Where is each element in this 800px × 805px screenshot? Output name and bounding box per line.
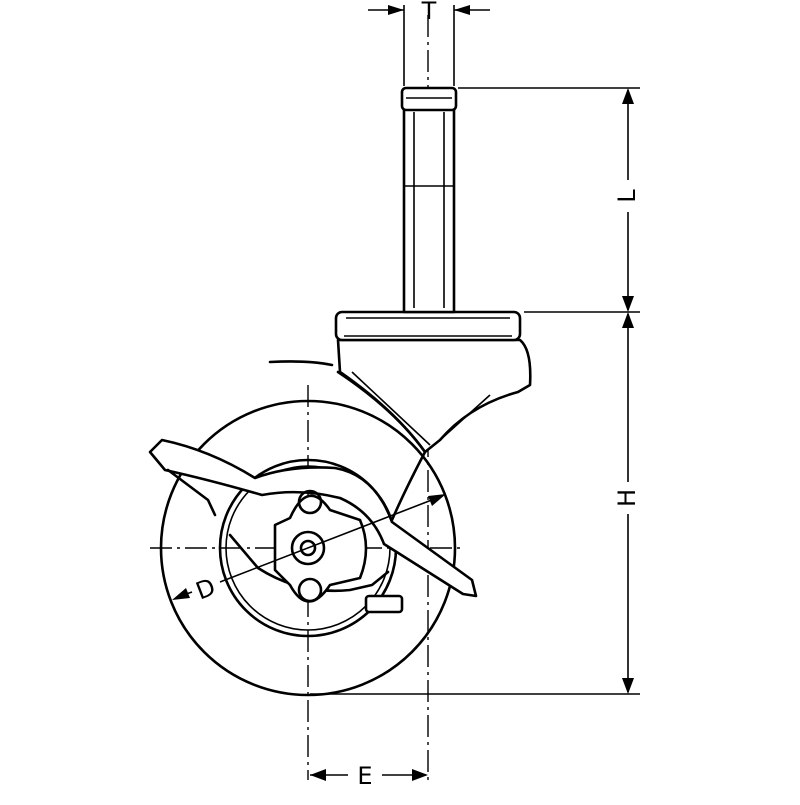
- l-arrow-top: [622, 88, 634, 104]
- brake-pedal-plate: [148, 438, 478, 598]
- brake-arm-left: [166, 468, 217, 517]
- dimension-offset: E: [310, 762, 428, 790]
- fork-side-line: [439, 394, 491, 441]
- h-arrow-top: [622, 312, 634, 328]
- wheel-tire: [159, 399, 457, 697]
- h-arrow-bottom: [622, 678, 634, 694]
- dimension-label-t: T: [421, 0, 437, 25]
- axle: [273, 489, 368, 603]
- dimension-label-h: H: [613, 489, 641, 507]
- dimension-label-e: E: [357, 762, 372, 790]
- wheel: [159, 399, 457, 697]
- stem: [400, 86, 458, 314]
- fork-arm-edge: [336, 370, 427, 522]
- e-arrow-right: [412, 769, 428, 781]
- axle-bolt-bottom: [297, 577, 323, 603]
- dimension-overall-height: H: [310, 312, 641, 695]
- axle-pin: [299, 539, 317, 557]
- top-plate: [334, 310, 522, 342]
- swivel-housing: [336, 338, 532, 454]
- brake-lever: [148, 438, 478, 614]
- t-arrow-right: [454, 5, 470, 15]
- dimension-label-l: L: [613, 189, 641, 203]
- e-arrow-left: [310, 769, 326, 781]
- d-line-upper: [219, 495, 443, 583]
- axle-bolt-top: [297, 489, 323, 515]
- brake-stopper: [364, 594, 404, 614]
- l-arrow-bottom: [622, 296, 634, 312]
- fork-arm-inner-line: [351, 371, 431, 446]
- d-arrow-upper: [428, 494, 446, 506]
- dimension-stem-diameter: T: [368, 0, 490, 86]
- stem-grip-ring: [400, 86, 458, 112]
- dimension-label-d: D: [192, 573, 219, 606]
- fork-arm-top: [268, 360, 334, 367]
- fork-housing: [268, 338, 532, 522]
- t-arrow-left: [388, 5, 404, 15]
- dimension-stem-length: L: [458, 87, 641, 313]
- stem-shaft: [402, 106, 456, 314]
- d-arrow-lower: [172, 588, 190, 600]
